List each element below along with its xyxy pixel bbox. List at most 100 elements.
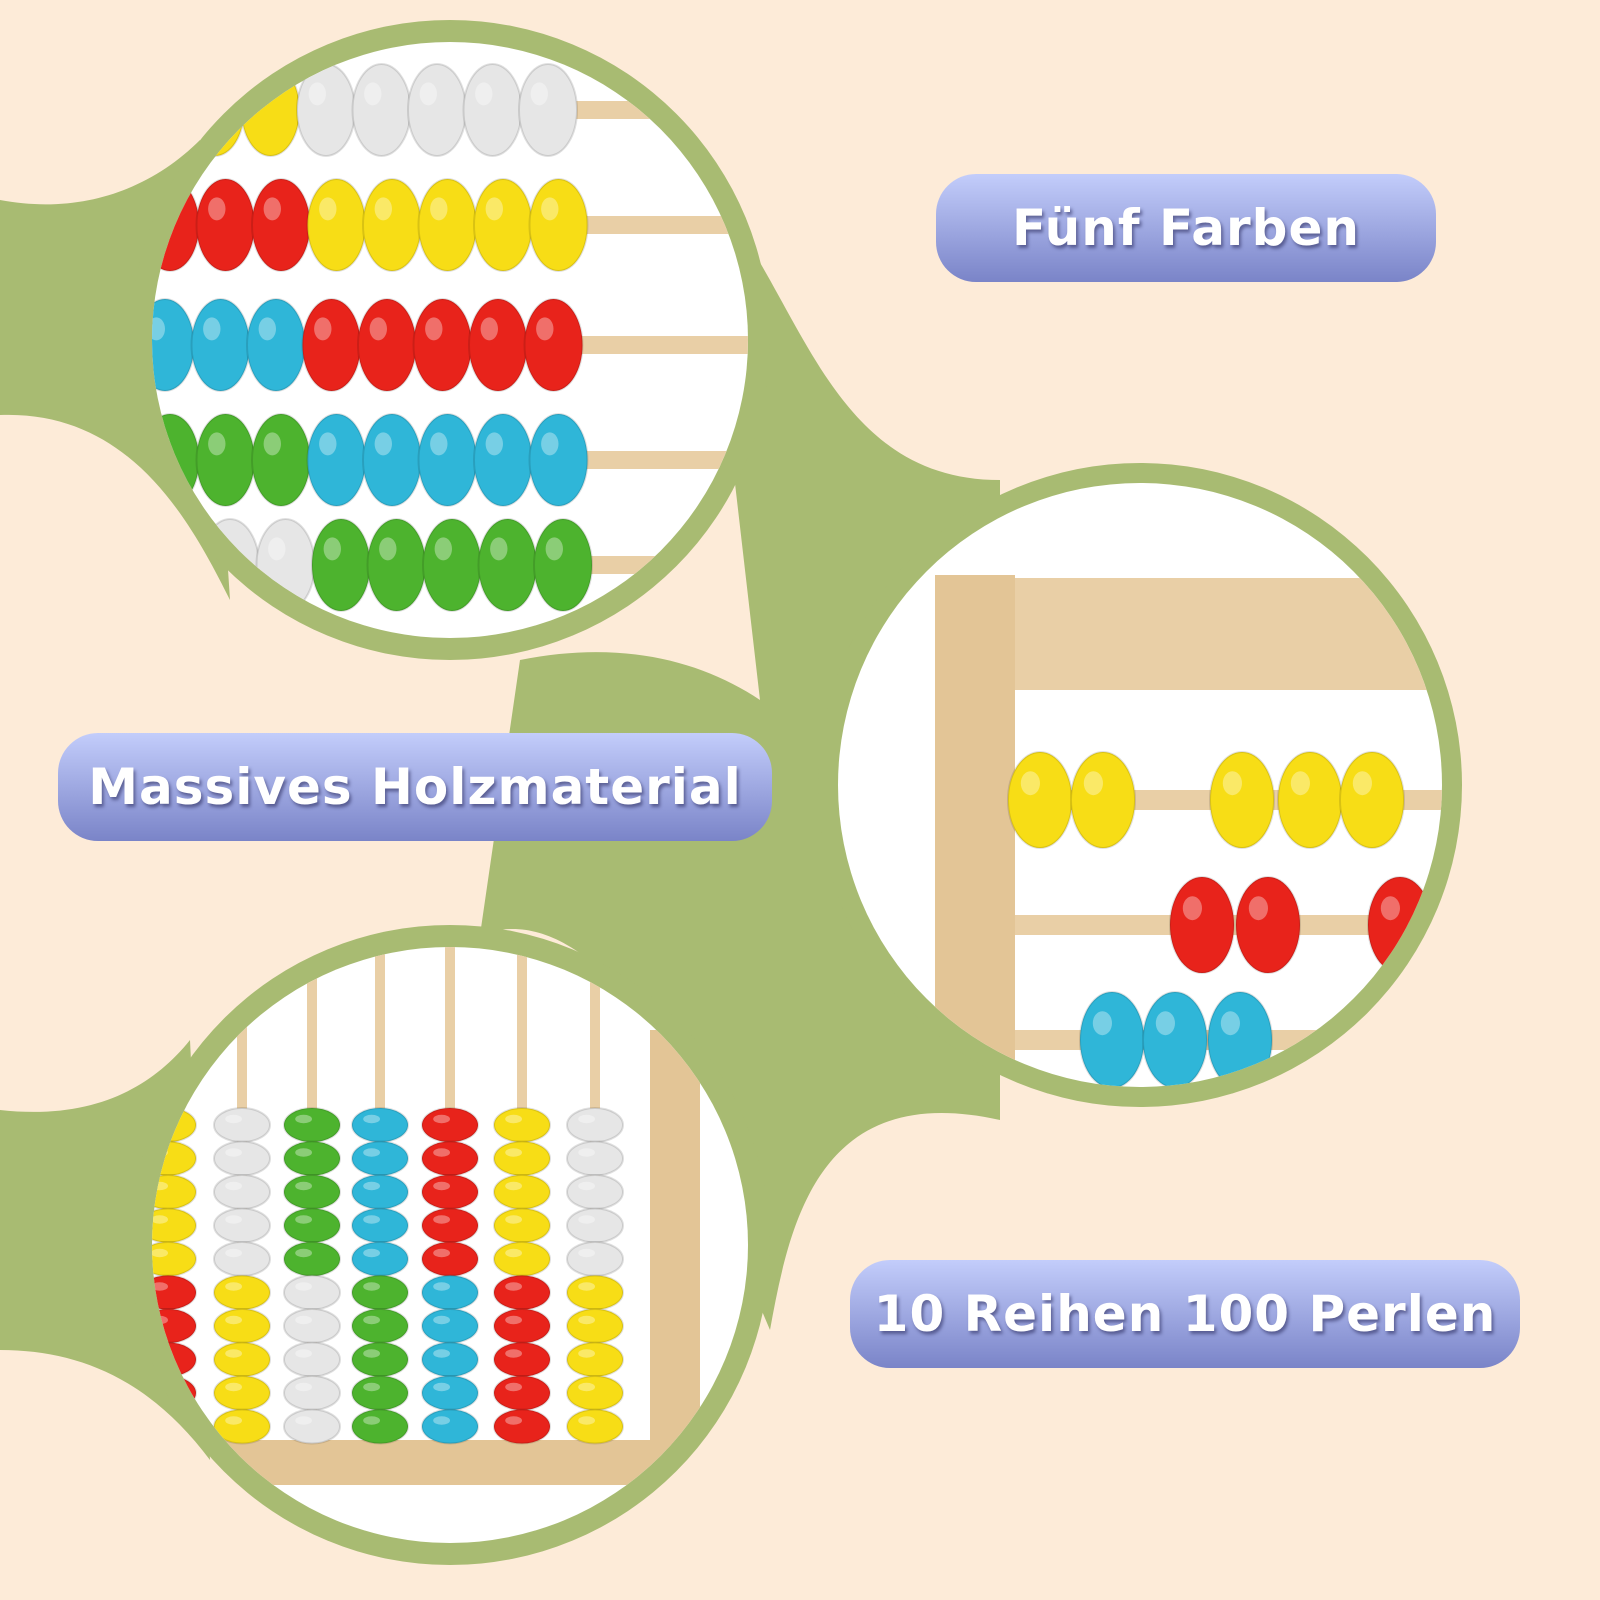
bead-highlight (1380, 896, 1400, 921)
bead-highlight (578, 1215, 595, 1224)
bead (566, 1375, 624, 1411)
bead (351, 1207, 409, 1244)
bead (351, 1308, 409, 1344)
bead-highlight (225, 1282, 243, 1291)
frame-side-bar (650, 1030, 700, 1450)
bead-highlight (433, 1382, 450, 1392)
bead-highlight (225, 1349, 243, 1358)
bead-highlight (1290, 771, 1310, 796)
bead (528, 413, 589, 507)
bead-highlight (363, 1181, 380, 1191)
bead (283, 1207, 341, 1244)
bead (533, 518, 593, 612)
bead-highlight (1092, 1011, 1112, 1036)
bead (213, 1274, 271, 1311)
bead (362, 413, 422, 507)
bead-highlight (505, 1215, 522, 1224)
bead-highlight (505, 1349, 522, 1358)
bead-highlight (475, 82, 493, 106)
bead-highlight (433, 1248, 450, 1258)
bead (493, 1241, 551, 1277)
bead (351, 1107, 409, 1143)
bead (493, 1140, 551, 1177)
bead (493, 1408, 551, 1445)
bead-highlight (1248, 896, 1268, 921)
bead-highlight (485, 197, 503, 221)
bead (283, 1140, 341, 1177)
bead-highlight (295, 1282, 312, 1291)
bead (283, 1241, 341, 1277)
bead-highlight (295, 1114, 312, 1124)
bead-highlight (1352, 771, 1372, 796)
bead-highlight (319, 432, 337, 456)
bead (421, 1174, 479, 1210)
bead (362, 178, 422, 272)
bead-highlight (433, 1315, 450, 1325)
bead (283, 1107, 341, 1143)
frame-side-bar (935, 575, 1015, 1075)
bead-highlight (208, 432, 226, 456)
bead (528, 178, 589, 272)
bead (473, 413, 533, 507)
bead-highlight (505, 1114, 522, 1124)
bead-highlight (374, 197, 392, 221)
bead-highlight (363, 1282, 380, 1291)
bead-highlight (433, 1215, 450, 1224)
bead-highlight (541, 432, 559, 456)
bead (493, 1341, 551, 1378)
bead-highlight (225, 1148, 243, 1157)
bead (301, 298, 362, 392)
bead (195, 413, 256, 507)
bead-highlight (505, 1315, 522, 1325)
bead (213, 1341, 271, 1378)
bead (417, 413, 478, 507)
bead-highlight (578, 1148, 595, 1157)
bead (493, 1174, 551, 1210)
bead (351, 1140, 409, 1177)
bead-highlight (490, 537, 508, 561)
bead (213, 1207, 271, 1244)
bead-highlight (374, 432, 392, 456)
bead-highlight (225, 1248, 243, 1258)
bead (493, 1107, 551, 1143)
bead-highlight (225, 1315, 243, 1325)
bead (1235, 876, 1301, 974)
bead-highlight (258, 317, 276, 341)
bead-highlight (578, 1248, 595, 1258)
bead (1169, 876, 1235, 974)
bead-highlight (295, 1215, 312, 1224)
bead-highlight (1220, 1011, 1240, 1036)
bead-highlight (152, 1215, 169, 1224)
bead-highlight (268, 537, 286, 561)
bead-highlight (433, 1416, 450, 1425)
bead-highlight (295, 1382, 312, 1392)
bead (468, 298, 528, 392)
bead-highlight (379, 537, 397, 561)
bead-highlight (295, 1248, 312, 1258)
bead (407, 63, 467, 157)
bead (213, 1174, 271, 1210)
bead (493, 1207, 551, 1244)
bead-highlight (152, 1248, 169, 1258)
bead (213, 1140, 271, 1177)
label-rows-beads: 10 Reihen 100 Perlen (850, 1260, 1520, 1368)
bead (518, 63, 578, 157)
bead (417, 178, 478, 272)
bead (283, 1274, 341, 1311)
bead (1079, 991, 1145, 1087)
bead (1209, 751, 1275, 849)
bead (421, 1107, 479, 1143)
bead-highlight (263, 432, 281, 456)
bead-highlight (1155, 1011, 1175, 1036)
bead-highlight (433, 1181, 450, 1191)
bead (421, 1140, 479, 1177)
bead (493, 1308, 551, 1344)
bead (213, 1375, 271, 1411)
bead-highlight (369, 317, 387, 341)
bead (566, 1408, 624, 1445)
bead-highlight (295, 1148, 312, 1157)
bead-highlight (1182, 896, 1202, 921)
bead (190, 298, 251, 392)
bead (1339, 751, 1405, 849)
bead (351, 1174, 409, 1210)
